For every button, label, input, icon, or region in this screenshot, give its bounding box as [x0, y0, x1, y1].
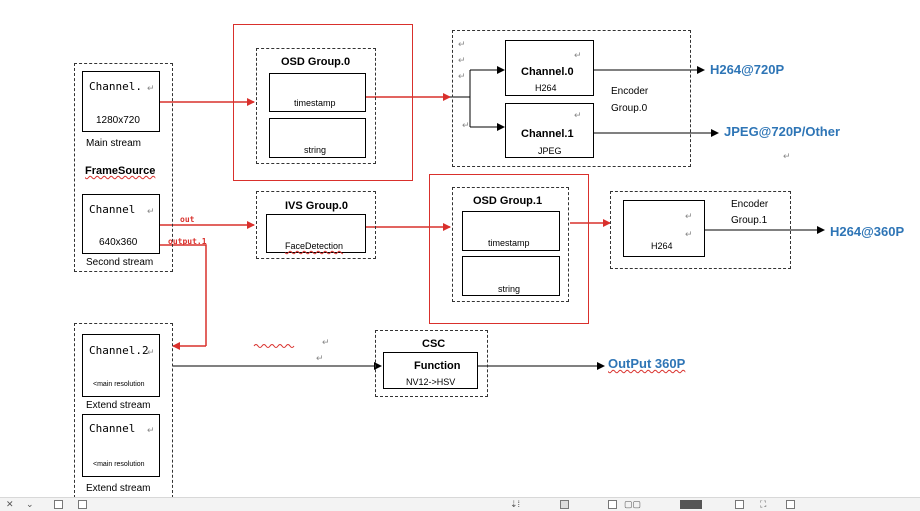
csc-function: Function — [414, 360, 461, 372]
osd-group-0 — [256, 48, 376, 164]
framesource-label: FrameSource — [85, 165, 156, 177]
fork-line — [450, 70, 471, 127]
connector-layer — [160, 66, 825, 370]
para-mark: ↵ — [322, 337, 330, 347]
second-stream-box — [82, 194, 160, 254]
close-icon[interactable]: ✕ — [6, 499, 14, 509]
para-mark: ↵ — [147, 425, 155, 435]
enc0-channel-0-title: Channel.0 — [521, 66, 574, 78]
main-stream-box — [82, 71, 160, 132]
para-mark: ↵ — [147, 206, 155, 216]
csc-conversion: NV12->HSV — [406, 377, 456, 387]
osd1-timestamp-box — [462, 211, 560, 251]
line-output1 — [160, 244, 207, 346]
extend-box-1-resolution: <main resolution — [93, 381, 145, 388]
enc1-channel-box — [623, 200, 705, 257]
para-mark: ↵ — [458, 55, 466, 65]
fullscreen-icon[interactable]: ⛶ — [760, 499, 767, 509]
highlight-frame-osd1 — [429, 174, 589, 324]
ivs-face-detection-box — [266, 214, 366, 253]
para-mark: ↵ — [462, 120, 470, 130]
ivs-group-0 — [256, 191, 376, 259]
para-mark: ↵ — [458, 39, 466, 49]
para-mark: ↵ — [147, 83, 155, 93]
osd0-string-box — [269, 118, 366, 158]
ivs-face-detection: FaceDetection — [285, 241, 344, 251]
output-h264-360p: H264@360P — [830, 224, 905, 239]
diagram-canvas: Channel. 1280x720 Main stream FrameSourc… — [74, 24, 905, 498]
highlight-frame-osd0 — [233, 24, 413, 181]
enc1-codec: H264 — [651, 241, 673, 251]
enc0-channel-1-codec: JPEG — [538, 146, 562, 156]
encoder-group-0 — [452, 30, 691, 167]
extend-stream-box-1 — [82, 334, 160, 397]
ivs-group-0-title: IVS Group.0 — [285, 200, 348, 212]
osd-group-1-title: OSD Group.1 — [473, 195, 543, 207]
zoom-icon[interactable] — [786, 500, 795, 509]
ruler-icon[interactable]: ⇣⁞ — [510, 499, 521, 509]
main-stream-caption: Main stream — [86, 138, 142, 149]
page-view-icon[interactable] — [560, 500, 569, 509]
extend-box-2-channel: Channel — [89, 422, 136, 435]
osd0-string: string — [304, 145, 327, 155]
second-stream-caption: Second stream — [86, 257, 154, 268]
osd1-string-box — [462, 256, 560, 296]
enc0-label-line1: Encoder — [611, 86, 649, 97]
chevron-down-icon[interactable]: ⌄ — [26, 499, 34, 509]
read-mode-icon[interactable] — [608, 500, 617, 509]
link-label-output1: output.1 — [168, 237, 207, 246]
main-stream-channel: Channel. — [89, 80, 142, 93]
enc0-channel-1-title: Channel.1 — [521, 128, 574, 140]
extend-box-1-channel: Channel.2 — [89, 344, 149, 357]
layout-toggle-icon[interactable] — [78, 500, 87, 509]
status-bar: ✕ ⌄ ⇣⁞ ▢▢ ⛶ — [0, 497, 920, 511]
main-stream-resolution: 1280x720 — [96, 115, 140, 126]
para-mark: ↵ — [147, 347, 155, 357]
osd0-timestamp-box — [269, 73, 366, 112]
enc0-channel-1-box — [505, 103, 594, 158]
para-mark: ↵ — [783, 151, 791, 161]
squiggle-mark — [253, 344, 295, 348]
extend-box-1-caption: Extend stream — [86, 400, 151, 411]
view-toggle-icon[interactable] — [54, 500, 63, 509]
output-360p: OutPut 360P — [608, 356, 686, 371]
para-mark: ↵ — [316, 353, 324, 363]
enc1-label-line2: Group.1 — [731, 215, 768, 226]
encoder-group-1 — [610, 191, 791, 269]
csc-title: CSC — [422, 338, 446, 350]
enc0-channel-0-codec: H264 — [535, 83, 557, 93]
para-mark: ↵ — [685, 211, 693, 221]
output-jpeg-720p: JPEG@720P/Other — [724, 124, 841, 139]
osd1-string: string — [498, 284, 521, 294]
para-mark: ↵ — [574, 50, 582, 60]
extend-box-2-caption: Extend stream — [86, 483, 151, 494]
book-icon[interactable]: ▢▢ — [624, 499, 642, 509]
extend-stream-box-2 — [82, 414, 160, 477]
osd-group-1 — [452, 187, 569, 302]
para-mark: ↵ — [685, 229, 693, 239]
framesource-group — [74, 63, 173, 272]
outline-icon[interactable] — [735, 500, 744, 509]
enc0-channel-0-box — [505, 40, 594, 96]
extend-box-2-resolution: <main resolution — [93, 461, 145, 468]
second-stream-resolution: 640x360 — [99, 237, 138, 248]
csc-function-box — [383, 352, 478, 389]
osd0-timestamp: timestamp — [294, 98, 336, 108]
csc-group — [375, 330, 488, 397]
web-view-icon[interactable] — [680, 500, 702, 509]
osd1-timestamp: timestamp — [488, 238, 530, 248]
link-label-out: out — [180, 215, 195, 224]
para-mark: ↵ — [574, 110, 582, 120]
enc0-label-line2: Group.0 — [611, 103, 648, 114]
para-mark: ↵ — [458, 71, 466, 81]
osd-group-0-title: OSD Group.0 — [281, 56, 351, 68]
output-h264-720p: H264@720P — [710, 62, 785, 77]
second-stream-channel: Channel — [89, 203, 136, 216]
enc1-label-line1: Encoder — [731, 199, 769, 210]
